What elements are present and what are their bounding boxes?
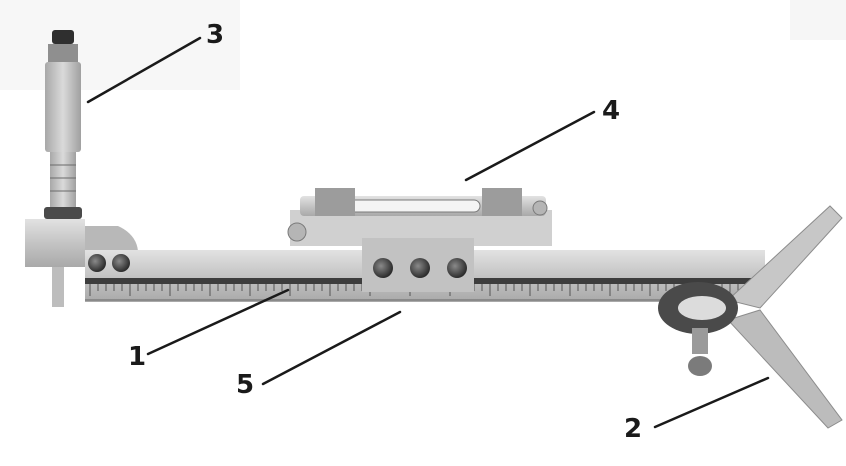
leader-1 bbox=[146, 288, 290, 356]
callout-3: 3 bbox=[206, 20, 225, 50]
callout-4: 4 bbox=[602, 96, 621, 126]
leader-3 bbox=[86, 36, 202, 104]
leader-4 bbox=[464, 110, 596, 182]
leader-2 bbox=[653, 376, 770, 429]
callout-2: 2 bbox=[624, 414, 643, 444]
callout-5: 5 bbox=[236, 370, 255, 400]
callout-1: 1 bbox=[128, 342, 147, 372]
sliding-carriage bbox=[362, 238, 474, 292]
beam-screw-left bbox=[88, 254, 106, 272]
beam-screw-right bbox=[112, 254, 130, 272]
spirit-level bbox=[287, 188, 552, 246]
v-jaw-assembly bbox=[658, 205, 843, 429]
leader-5 bbox=[261, 310, 402, 386]
